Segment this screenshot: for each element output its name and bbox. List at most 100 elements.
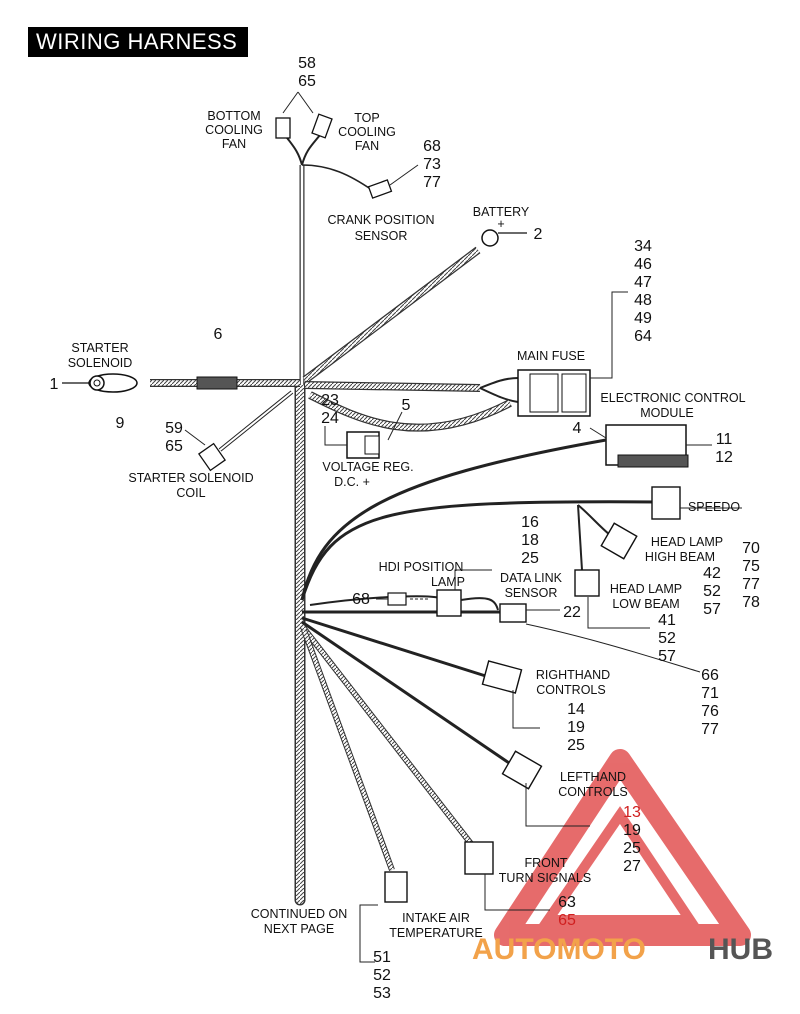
ecm [589, 424, 712, 468]
callout-data-link-right-1: 66 [701, 667, 719, 684]
callout-crank-3: 77 [423, 174, 441, 191]
callout-lefthand-1: 13 [623, 804, 641, 821]
label-ecm-1: ELECTRONIC CONTROL [600, 391, 745, 405]
callout-fans-2: 65 [298, 73, 316, 90]
callout-high-beam-1: 42 [703, 565, 721, 582]
callout-main-fuse-6: 64 [634, 328, 652, 345]
callout-numbers: 58 65 68 73 77 2 34 46 47 48 49 64 1 9 6… [50, 55, 760, 1002]
callout-main-fuse-5: 49 [634, 310, 652, 327]
label-data-link-1: DATA LINK [500, 571, 563, 585]
label-crank-position-sensor-2: SENSOR [355, 229, 408, 243]
callout-righthand-2: 19 [567, 719, 585, 736]
starter-harness [62, 373, 300, 393]
label-high-beam-2: HIGH BEAM [645, 550, 715, 564]
callout-lefthand-2: 19 [623, 822, 641, 839]
callout-low-beam-2: 52 [658, 630, 676, 647]
callout-turn-2: 65 [558, 912, 576, 929]
callout-data-link: 22 [563, 604, 581, 621]
callout-speedo-2: 75 [742, 558, 760, 575]
label-main-fuse: MAIN FUSE [517, 349, 585, 363]
callout-voltage-reg: 5 [402, 397, 411, 414]
callout-coil-2: 65 [165, 438, 183, 455]
front-branches [299, 438, 742, 963]
callout-speedo-1: 70 [742, 540, 760, 557]
callout-data-link-right-2: 71 [701, 685, 719, 702]
callout-lefthand-3: 25 [623, 840, 641, 857]
callout-righthand-3: 25 [567, 737, 585, 754]
callout-main-fuse-3: 47 [634, 274, 652, 291]
label-starter-solenoid-1: STARTER [71, 341, 128, 355]
label-ecm-2: MODULE [640, 406, 693, 420]
label-top-cooling-fan-1: TOP [354, 111, 379, 125]
diagram-title: WIRING HARNESS [28, 27, 248, 57]
label-low-beam-1: HEAD LAMP [610, 582, 682, 596]
callout-ground-2: 24 [321, 410, 339, 427]
callout-ecm-right-2: 12 [715, 449, 733, 466]
callout-righthand-1: 14 [567, 701, 585, 718]
label-battery-1: BATTERY [473, 205, 530, 219]
callout-turn-1: 63 [558, 894, 576, 911]
label-continued-1: CONTINUED ON [251, 907, 348, 921]
callout-main-fuse-4: 48 [634, 292, 652, 309]
callout-main-fuse-2: 46 [634, 256, 652, 273]
label-hdi-position-lamp-2: LAMP [431, 575, 465, 589]
callout-speedo-4: 78 [742, 594, 760, 611]
label-turn-signals-1: FRONT [524, 856, 567, 870]
callout-data-link-right-3: 76 [701, 703, 719, 720]
label-low-beam-2: LOW BEAM [612, 597, 679, 611]
component-labels: BOTTOM COOLING FAN TOP COOLING FAN CRANK… [68, 109, 746, 940]
callout-ground-1: 23 [321, 392, 339, 409]
callout-speedo-3: 77 [742, 576, 760, 593]
callout-intake-1: 51 [373, 949, 391, 966]
callout-data-link-right-4: 77 [701, 721, 719, 738]
label-battery-2: + [497, 217, 504, 231]
callout-low-beam-3: 57 [658, 648, 676, 665]
watermark-text-a: AUTOMOTO [472, 933, 646, 966]
label-voltage-reg-1: VOLTAGE REG. [322, 460, 413, 474]
solenoid-coil-branch [184, 390, 294, 472]
label-speedo: SPEEDO [688, 500, 740, 514]
cooling-fan-branch [275, 91, 419, 199]
callout-lefthand-4: 27 [623, 858, 641, 875]
label-turn-signals-2: TURN SIGNALS [499, 871, 591, 885]
label-bottom-cooling-fan-1: BOTTOM [207, 109, 260, 123]
label-solenoid-coil-2: COIL [176, 486, 205, 500]
callout-crank-1: 68 [423, 138, 441, 155]
callout-hdi-connector: 68 [352, 591, 370, 608]
label-bottom-cooling-fan-3: FAN [222, 137, 246, 151]
label-high-beam-1: HEAD LAMP [651, 535, 723, 549]
callout-coil-1: 59 [165, 420, 183, 437]
callout-starter-solenoid: 1 [50, 376, 59, 393]
label-top-cooling-fan-2: COOLING [338, 125, 396, 139]
callout-hdi-2: 18 [521, 532, 539, 549]
label-top-cooling-fan-3: FAN [355, 139, 379, 153]
label-intake-air-2: TEMPERATURE [389, 926, 483, 940]
callout-ecm-right-1: 11 [716, 431, 733, 448]
label-starter-solenoid-2: SOLENOID [68, 356, 133, 370]
callout-battery: 2 [534, 226, 543, 243]
label-intake-air-1: INTAKE AIR [402, 911, 470, 925]
label-voltage-reg-2: D.C. + [334, 475, 370, 489]
battery-cable [302, 229, 527, 384]
label-bottom-cooling-fan-2: COOLING [205, 123, 263, 137]
callout-intake-3: 53 [373, 985, 391, 1002]
label-righthand-2: CONTROLS [536, 683, 605, 697]
label-continued-2: NEXT PAGE [264, 922, 334, 936]
callout-solenoid-boot: 9 [116, 415, 125, 432]
label-righthand-1: RIGHTHAND [536, 668, 610, 682]
label-hdi-position-lamp-1: HDI POSITION [379, 560, 464, 574]
main-fuse-harness [304, 291, 628, 417]
label-crank-position-sensor-1: CRANK POSITION [328, 213, 435, 227]
callout-ecm-left: 4 [573, 420, 582, 437]
callout-high-beam-2: 52 [703, 583, 721, 600]
label-data-link-2: SENSOR [505, 586, 558, 600]
callout-main-fuse-1: 34 [634, 238, 652, 255]
callout-sleeve: 6 [214, 326, 223, 343]
label-lefthand-2: CONTROLS [558, 785, 627, 799]
callout-intake-2: 52 [373, 967, 391, 984]
watermark-text-b: HUB [708, 933, 773, 966]
callout-hdi-3: 25 [521, 550, 539, 567]
callout-high-beam-3: 57 [703, 601, 721, 618]
